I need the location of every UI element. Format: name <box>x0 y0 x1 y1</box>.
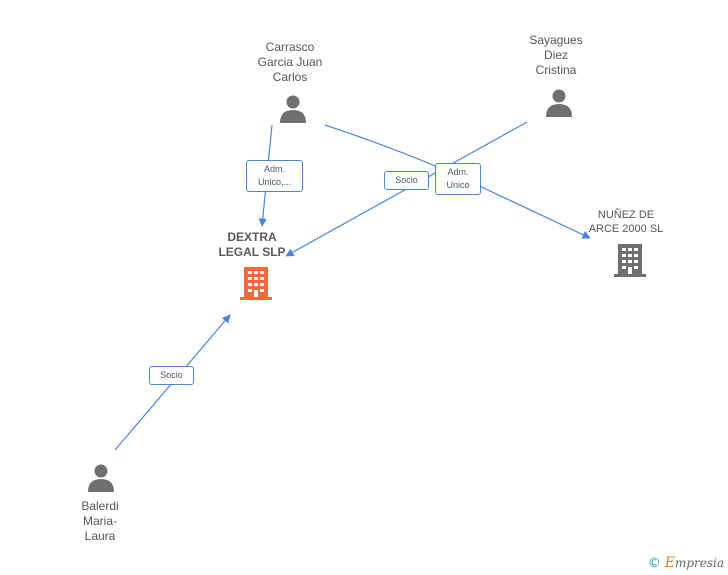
person-icon[interactable] <box>86 463 116 493</box>
building-icon[interactable] <box>240 266 272 300</box>
company-label-dextra[interactable]: DEXTRA LEGAL SLP <box>218 230 286 259</box>
edge-label-carrasco-dextra[interactable]: Adm. Unico,... <box>246 160 303 192</box>
person-label-carrasco[interactable]: Carrasco Garcia Juan Carlos <box>257 40 323 84</box>
edge-label-carrasco-nunez[interactable]: Adm. Unico <box>435 163 481 195</box>
company-label-nunez[interactable]: NUÑEZ DE ARCE 2000 SL <box>588 209 664 235</box>
building-icon[interactable] <box>614 243 646 277</box>
person-label-balerdi[interactable]: Balerdi Maria- Laura <box>81 499 119 543</box>
brand-logo[interactable]: Empresia <box>664 555 724 571</box>
edge-label-balerdi-dextra[interactable]: Socio <box>149 366 194 385</box>
person-icon[interactable] <box>278 94 308 124</box>
person-icon[interactable] <box>544 88 574 118</box>
edge-label-sayagues-dextra[interactable]: Socio <box>384 171 429 190</box>
copyright-symbol: © <box>647 555 661 571</box>
footer-brand: © Empresia <box>648 555 724 571</box>
person-label-sayagues[interactable]: Sayagues Diez Cristina <box>529 33 583 77</box>
